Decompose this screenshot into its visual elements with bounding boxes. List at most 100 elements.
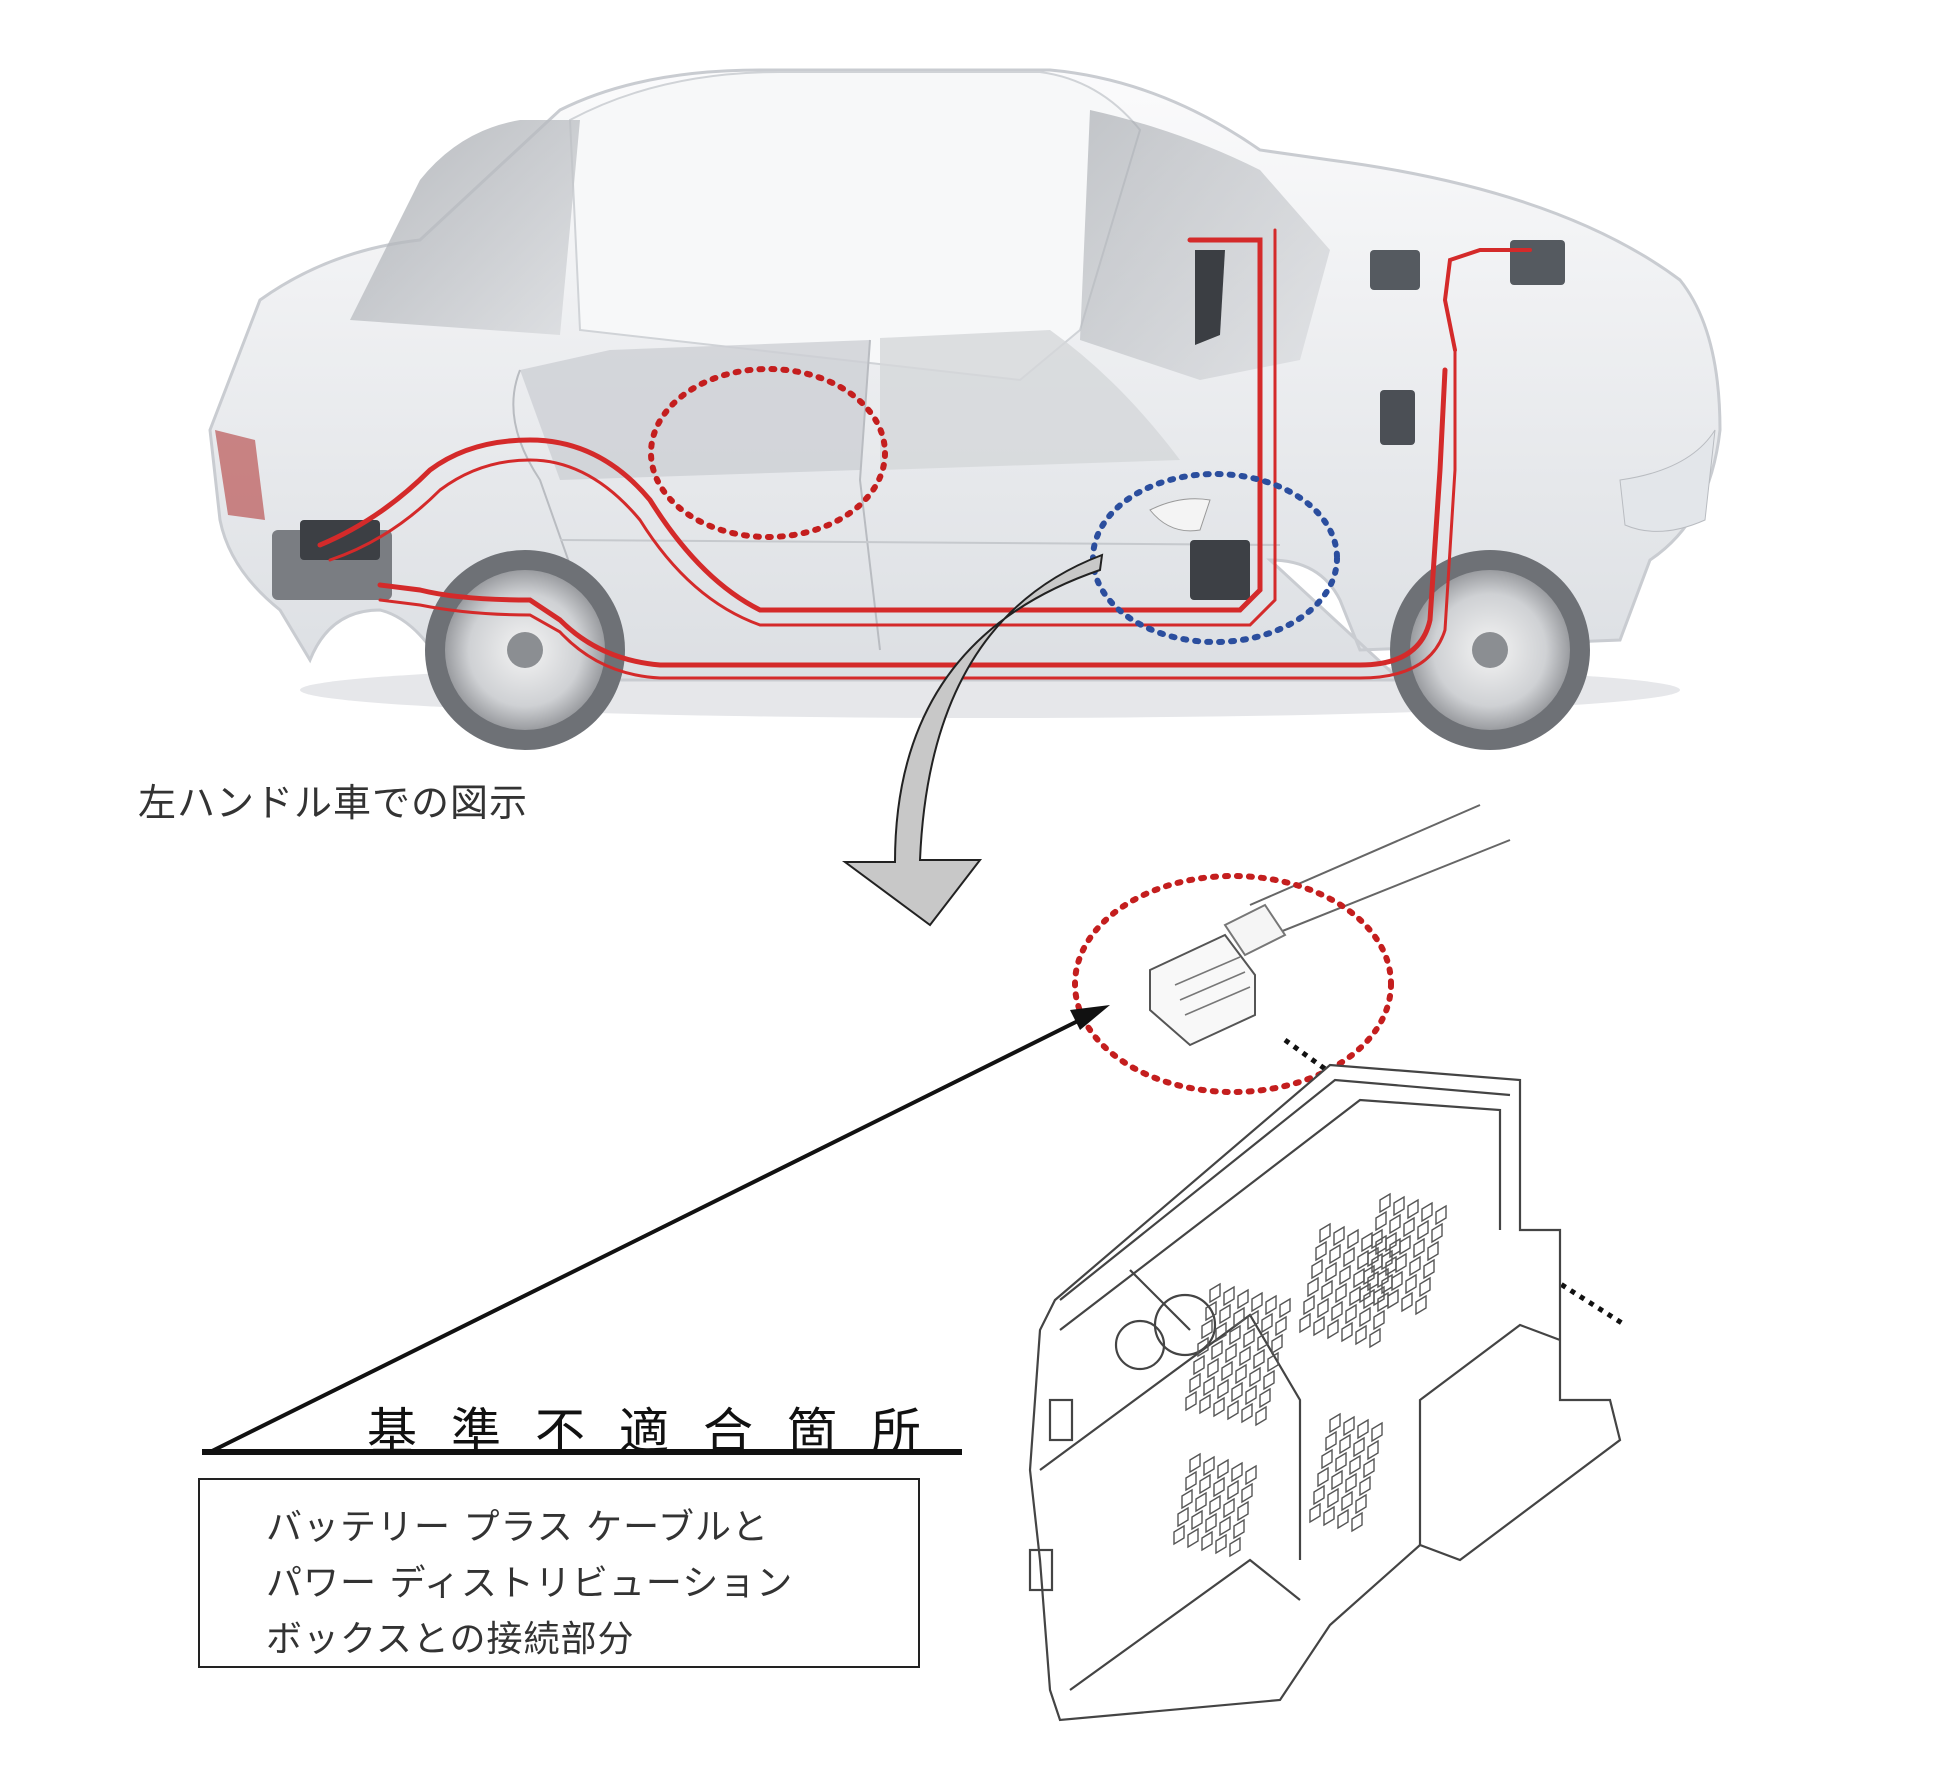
fuse-slot — [1333, 1225, 1345, 1247]
fuse-slot — [1345, 1303, 1357, 1325]
fuse-slot — [1187, 1527, 1199, 1549]
fuse-slot — [1201, 1318, 1213, 1340]
fuse-slot — [1213, 1476, 1225, 1498]
fuse-slot — [1229, 1536, 1241, 1558]
fuse-slot — [1249, 1366, 1261, 1388]
fuse-slot — [1307, 1276, 1319, 1298]
fuse-slot — [1239, 1345, 1251, 1367]
fuse-slot — [1367, 1439, 1379, 1461]
fuse-slot — [1233, 1518, 1245, 1540]
fuse-slot — [1379, 1192, 1391, 1214]
defect-pointer-arrow — [202, 1005, 1110, 1455]
fuse-slot — [1415, 1294, 1427, 1316]
fuse-slot — [1407, 1198, 1419, 1220]
fuse-slot — [1325, 1261, 1337, 1283]
fuse-slot — [1245, 1464, 1257, 1486]
fuse-slot — [1427, 1240, 1439, 1262]
fuse-slot — [1321, 1448, 1333, 1470]
fuse-slot — [1229, 1324, 1241, 1346]
defect-title-char: 箇 — [787, 1403, 837, 1461]
defect-title-char: 合 — [703, 1403, 753, 1461]
fuse-slot — [1303, 1294, 1315, 1316]
defect-description-box: バッテリー プラス ケーブルと パワー ディストリビューション ボックスとの接続… — [198, 1478, 920, 1668]
fuse-slot — [1339, 1433, 1351, 1455]
fuse-slot — [1367, 1246, 1379, 1268]
fuse-slot — [1245, 1384, 1257, 1406]
fuse-slot — [1311, 1258, 1323, 1280]
fuse-slot — [1237, 1288, 1249, 1310]
fuse-slot — [1223, 1285, 1235, 1307]
fuse-slot — [1215, 1321, 1227, 1343]
fuse-slot — [1193, 1354, 1205, 1376]
fuse-slot — [1341, 1321, 1353, 1343]
fuse-slot — [1343, 1415, 1355, 1437]
fuse-slot — [1217, 1378, 1229, 1400]
defect-title-char: 適 — [619, 1403, 669, 1461]
fuse-slot — [1329, 1412, 1341, 1434]
fuse-slot — [1265, 1294, 1277, 1316]
car-illustration — [208, 68, 1722, 750]
fuse-slot — [1173, 1524, 1185, 1546]
fuse-slot — [1387, 1288, 1399, 1310]
fuse-slot — [1309, 1502, 1321, 1524]
fuse-slot — [1435, 1204, 1447, 1226]
fuse-slot — [1419, 1276, 1431, 1298]
fuse-slot — [1219, 1515, 1231, 1537]
fuse-slot — [1275, 1315, 1287, 1337]
fuse-slot — [1209, 1282, 1221, 1304]
defect-description-line-3: ボックスとの接続部分 — [266, 1619, 635, 1660]
fuse-slot — [1377, 1267, 1389, 1289]
fuse-slot — [1263, 1369, 1275, 1391]
front-wheel — [1390, 550, 1590, 750]
fuse-slot — [1413, 1237, 1425, 1259]
fuse-slot — [1371, 1228, 1383, 1250]
fuse-slot — [1219, 1303, 1231, 1325]
fuse-slot — [1201, 1530, 1213, 1552]
defect-description-line-1: バッテリー プラス ケーブルと — [266, 1507, 770, 1548]
fuse-slot — [1339, 1264, 1351, 1286]
cable-connector-detail — [1149, 804, 1511, 1047]
fuse-slot — [1271, 1333, 1283, 1355]
fuse-slot — [1177, 1506, 1189, 1528]
fuse-slot — [1321, 1279, 1333, 1301]
defect-location-title: 基準不適合箇所 — [350, 1392, 950, 1464]
power-distribution-box-drawing — [1028, 1063, 1622, 1722]
fuse-slot — [1207, 1357, 1219, 1379]
fuse-slot — [1409, 1255, 1421, 1277]
fuse-slot — [1391, 1270, 1403, 1292]
fuse-slot — [1323, 1505, 1335, 1527]
fuse-slot — [1199, 1393, 1211, 1415]
fuse-slot — [1225, 1342, 1237, 1364]
fuse-slot — [1251, 1291, 1263, 1313]
fuse-slot — [1389, 1213, 1401, 1235]
fuse-slot — [1195, 1491, 1207, 1513]
fuse-slot — [1279, 1297, 1291, 1319]
fuse-slot — [1185, 1470, 1197, 1492]
defect-red-highlight — [1072, 873, 1394, 1095]
fuse-slot — [1359, 1282, 1371, 1304]
fuse-slot — [1313, 1484, 1325, 1506]
fuse-slot — [1359, 1306, 1371, 1328]
fuse-slot — [1335, 1282, 1347, 1304]
fuse-slot — [1199, 1473, 1211, 1495]
fuse-slot — [1331, 1469, 1343, 1491]
fuse-slot — [1241, 1482, 1253, 1504]
fuse-slot — [1217, 1458, 1229, 1480]
battery-plus-cable — [317, 228, 1532, 680]
fuse-slot — [1241, 1402, 1253, 1424]
fuse-slot — [1399, 1234, 1411, 1256]
fuse-slot — [1209, 1494, 1221, 1516]
fuse-slot — [1299, 1312, 1311, 1334]
fuse-slot — [1243, 1327, 1255, 1349]
fuse-slot — [1331, 1300, 1343, 1322]
fuse-slot — [1363, 1457, 1375, 1479]
fuse-slot — [1231, 1381, 1243, 1403]
fuse-slot — [1181, 1488, 1193, 1510]
fuse-slot — [1267, 1351, 1279, 1373]
fuse-slot — [1237, 1500, 1249, 1522]
fuse-slot — [1189, 1452, 1201, 1474]
rear-wheel — [425, 550, 625, 750]
fuse-slot — [1205, 1512, 1217, 1534]
fuse-slot-grid — [1173, 1192, 1447, 1558]
fuse-slot — [1315, 1240, 1327, 1262]
